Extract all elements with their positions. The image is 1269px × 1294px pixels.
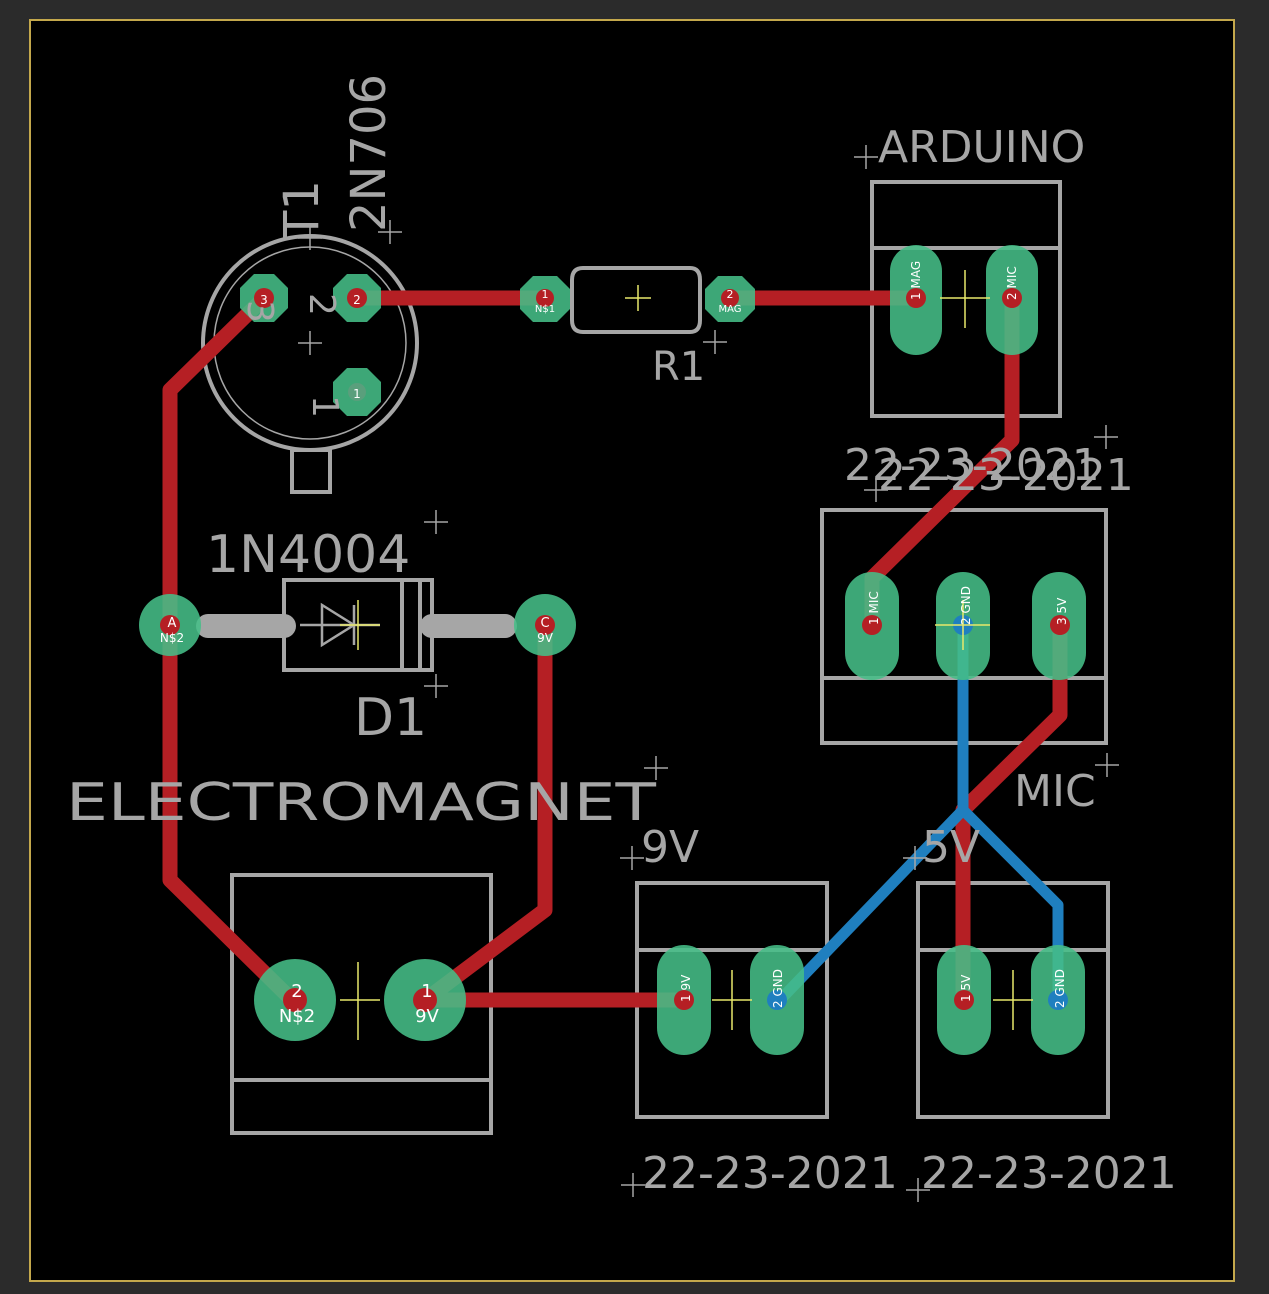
t1-value-label: 2N706 xyxy=(341,74,397,232)
t1-pad2-number: 2 xyxy=(353,293,361,307)
origin-marks xyxy=(340,270,1033,1040)
t1-pin2-label: 2 xyxy=(301,293,342,316)
v9-name-label: 9V xyxy=(641,822,699,873)
mic-name-label: MIC xyxy=(1014,766,1096,817)
trace-d1-cathode-to-9v xyxy=(417,617,553,1008)
drill-holes xyxy=(160,288,1070,1012)
r1-body xyxy=(570,266,702,334)
r1-name-label: R1 xyxy=(652,344,705,390)
electromagnet-pad2-number: 2 xyxy=(291,981,302,1002)
mic-value-label: 22-23-2021 xyxy=(878,450,1134,501)
electromagnet-pad2-net: N$2 xyxy=(279,1006,315,1027)
pad-labels: 3 2 1 1 N$1 2 MAG 1 MAG 2 MIC 1 MIC 2 GN… xyxy=(160,261,1069,1027)
arduino-value-label: 22-23-2021 xyxy=(844,440,1100,491)
mic-pad3-label: 3 5V xyxy=(1055,597,1069,625)
arduino-name-label: ARDUINO xyxy=(878,122,1085,173)
d1-name-label: D1 xyxy=(354,688,427,748)
r1-pad2-number: 2 xyxy=(727,288,734,301)
electromagnet-name-label: ELECTROMAGNET xyxy=(66,773,656,833)
t1-name-label: T1 xyxy=(274,180,330,241)
d1-pad-a-net: N$2 xyxy=(160,631,184,645)
mic-pad1-label: 1 MIC xyxy=(867,591,881,625)
t1-pad3-number: 3 xyxy=(260,293,268,307)
r1-pad2-net: MAG xyxy=(718,304,741,315)
v5-connector-outline xyxy=(916,881,1110,1119)
electromagnet-pad1-number: 1 xyxy=(421,981,432,1002)
trace-gnd-9v xyxy=(774,804,969,1006)
arduino-pad1-label: 1 MAG xyxy=(909,261,923,300)
d1-value-label: 1N4004 xyxy=(206,525,410,585)
d1-pad-c-net: 9V xyxy=(537,631,554,645)
v5-pad1-label: 1 5V xyxy=(959,974,973,1002)
v5-name-label: 5V xyxy=(922,822,980,873)
r1-pad1-net: N$1 xyxy=(535,304,555,315)
arduino-pad2-label: 2 MIC xyxy=(1005,266,1019,300)
d1-pad-a-letter: A xyxy=(168,616,177,631)
v5-pad2-label: 2 GND xyxy=(1053,969,1067,1008)
component-labels: T1 2N706 3 2 1 R1 ARDUINO 22-23-2021 22-… xyxy=(66,74,1177,1199)
electromagnet-pad1-net: 9V xyxy=(415,1006,439,1027)
v5-value-label: 22-23-2021 xyxy=(921,1148,1177,1199)
d1-pad-c-letter: C xyxy=(540,616,549,631)
t1-pad1-number: 1 xyxy=(353,387,361,401)
v9-pad1-label: 1 9V xyxy=(679,974,693,1002)
t1-pin1-label: 1 xyxy=(304,395,345,418)
v9-value-label: 22-23-2021 xyxy=(642,1148,898,1199)
t1-pin3-label: 3 xyxy=(239,300,280,323)
mic-pad2-label: 2 GND xyxy=(959,586,973,625)
t1-tab xyxy=(290,448,332,494)
v9-pad2-label: 2 GND xyxy=(771,969,785,1008)
r1-pad1-number: 1 xyxy=(542,288,549,301)
